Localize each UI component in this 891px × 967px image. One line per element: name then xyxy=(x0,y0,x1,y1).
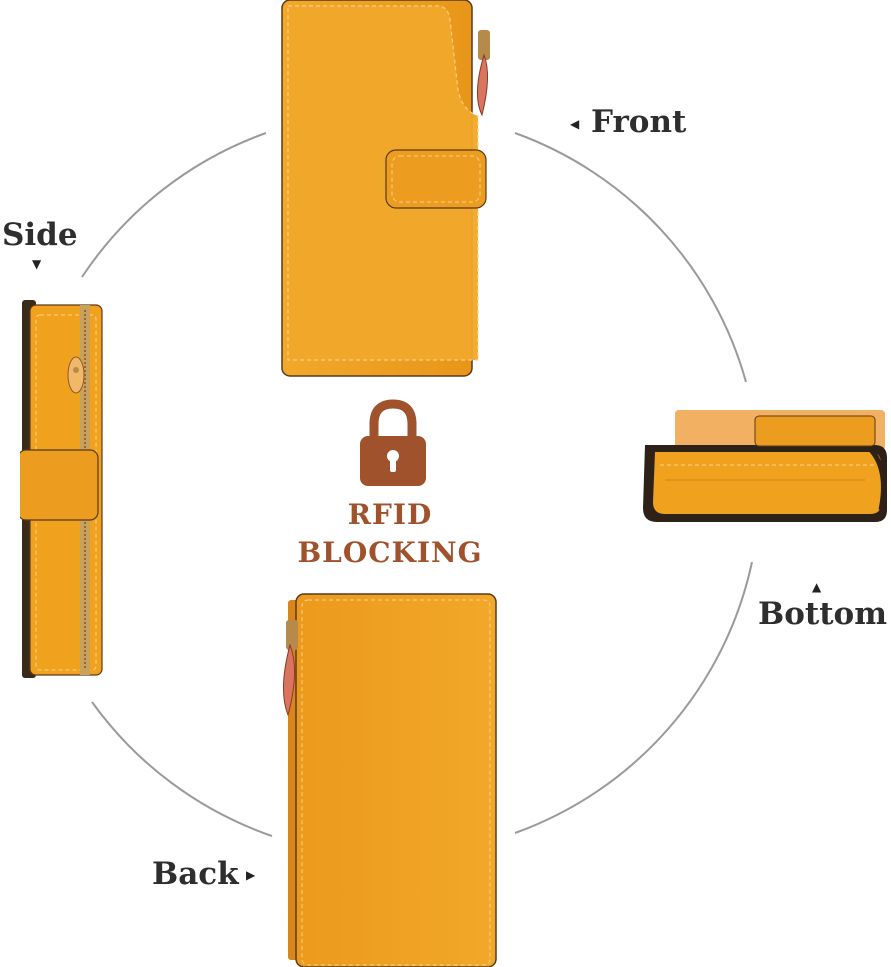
bottom-label: Bottom xyxy=(758,596,887,632)
arc-top-left xyxy=(81,132,267,278)
blocking-label: BLOCKING xyxy=(297,536,483,569)
front-arrow-icon: ◀ xyxy=(570,117,580,131)
front-label: Front xyxy=(591,104,687,140)
arc-bottom-right xyxy=(514,561,753,834)
lock-icon xyxy=(360,399,426,486)
wallet-bottom-photo xyxy=(643,410,887,522)
side-label: Side xyxy=(2,217,78,253)
rfid-label: RFID xyxy=(347,498,433,531)
bottom-arrow-icon: ▲ xyxy=(812,580,822,594)
back-arrow-icon: ▶ xyxy=(246,868,256,882)
arc-bottom-left xyxy=(91,701,273,837)
side-arrow-icon: ▼ xyxy=(32,257,42,271)
back-label: Back xyxy=(152,856,239,892)
wallet-back-photo xyxy=(282,593,497,967)
arc-top-right xyxy=(514,132,747,383)
wallet-front-photo xyxy=(281,0,490,377)
wallet-side-photo xyxy=(20,300,103,678)
